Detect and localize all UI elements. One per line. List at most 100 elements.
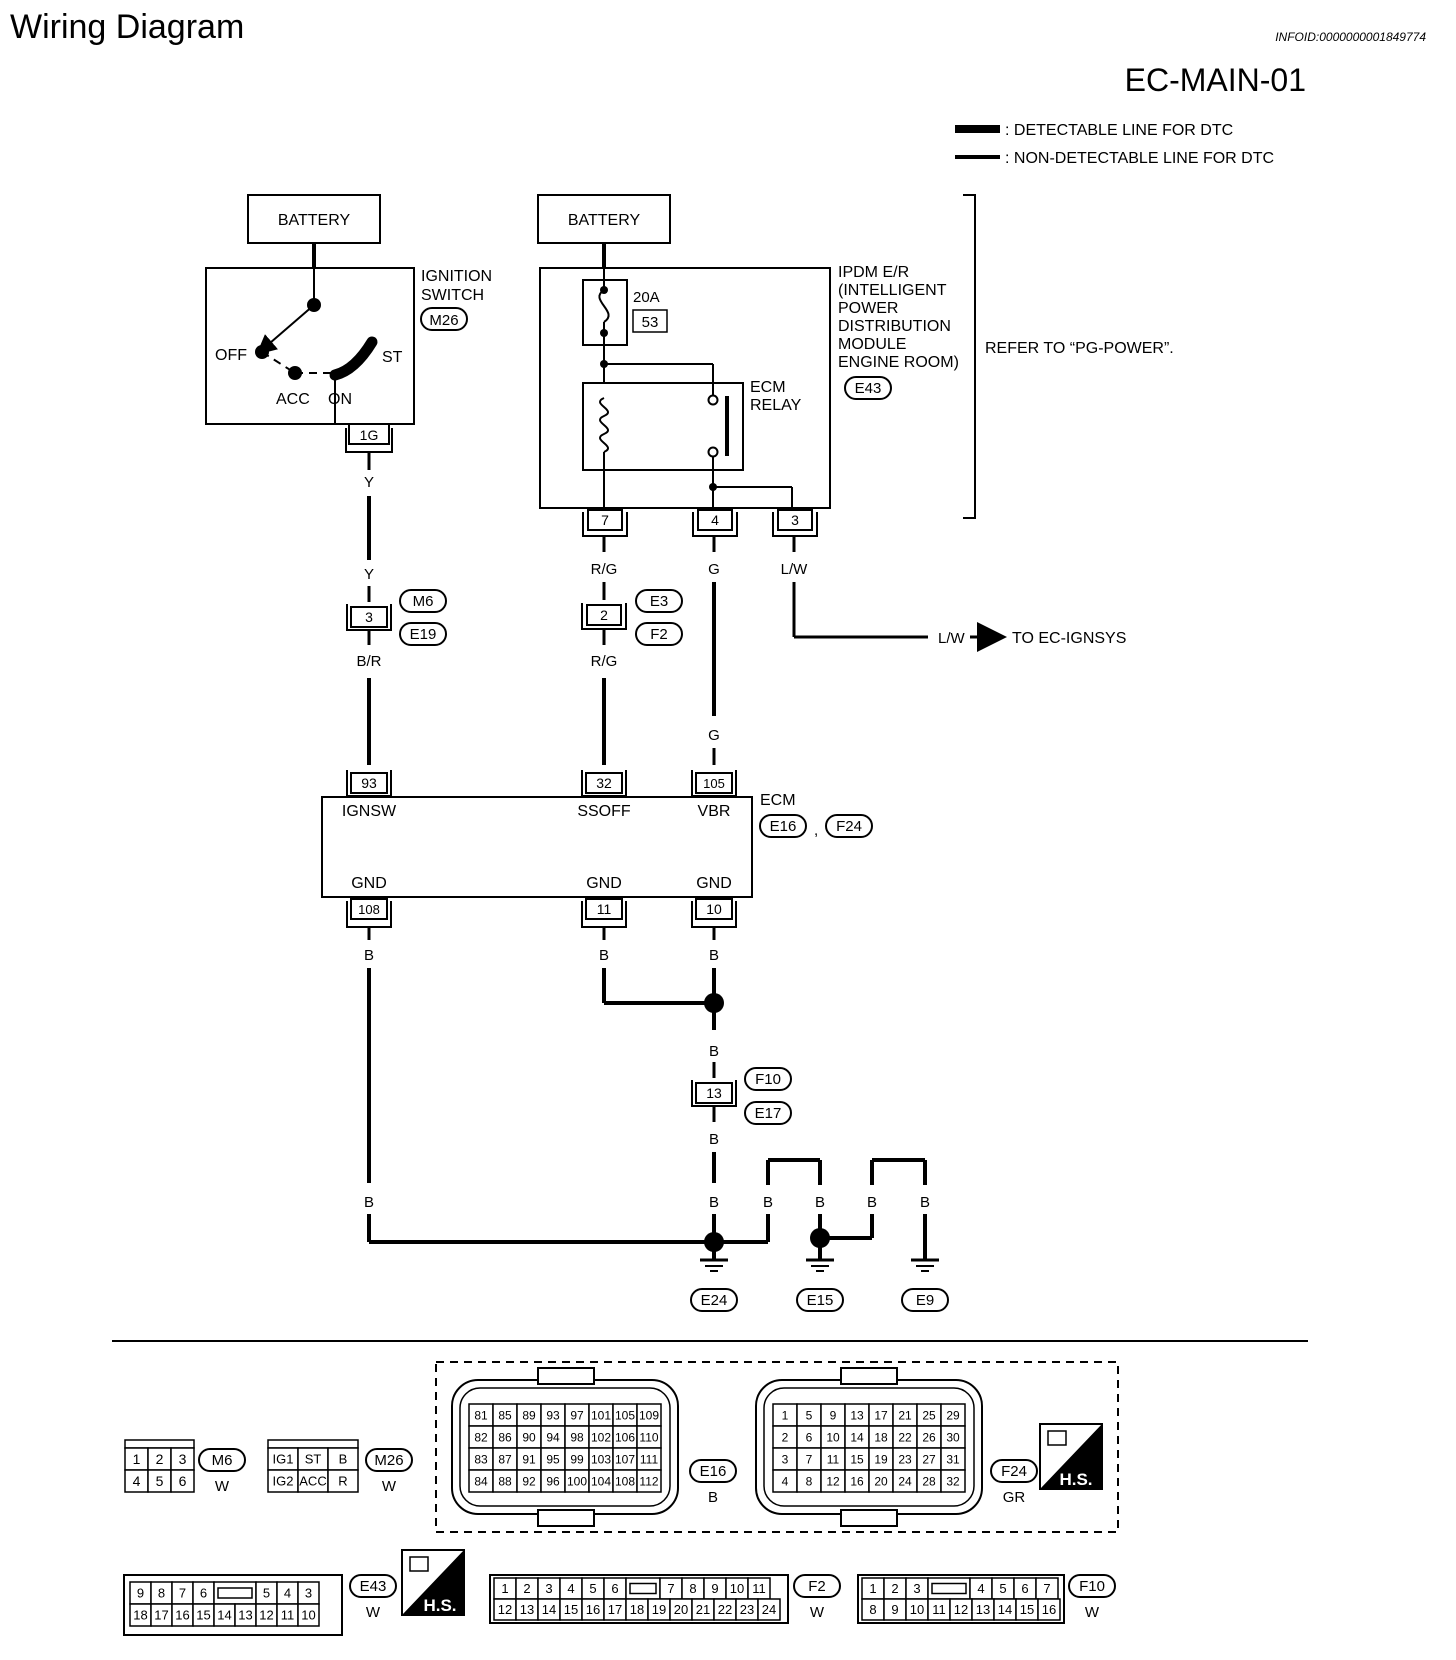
- ecm-pin-label-vbr: VBR: [698, 803, 731, 820]
- pin-cell: [327, 1469, 359, 1493]
- connector-id-label: M6: [212, 1452, 233, 1469]
- pin-label: 25: [922, 1408, 936, 1422]
- pin-label: 16: [586, 1602, 600, 1617]
- harness-side-badge: H.S.: [401, 1549, 465, 1616]
- fuse-number: 53: [642, 314, 659, 331]
- pin-label: 22: [718, 1602, 732, 1617]
- ecm-pin-93: 93: [361, 775, 377, 791]
- pin-label: 4: [977, 1581, 984, 1596]
- pin-cell: [1037, 1598, 1061, 1621]
- pin-label: 10: [730, 1581, 744, 1596]
- ecm-pin-11: 11: [597, 901, 612, 917]
- pin-label: 30: [946, 1430, 960, 1444]
- wire-label-b6: B: [709, 1131, 719, 1148]
- ipdm-terminals: 7 4 3: [582, 509, 818, 537]
- pin-label: 16: [175, 1608, 189, 1623]
- pin-label: 28: [922, 1474, 936, 1488]
- pin-label: 87: [498, 1452, 512, 1466]
- pin-label: 99: [570, 1452, 584, 1466]
- pin-label: 3: [305, 1586, 312, 1601]
- junction-m6-e19-terminal: 3: [365, 609, 373, 625]
- harness-side-badge: H.S.: [1039, 1423, 1103, 1490]
- wire-label-b1: B: [364, 947, 374, 964]
- pin-label: 6: [806, 1430, 813, 1444]
- pin-label: 5: [999, 1581, 1006, 1596]
- ignition-switch-label-2: SWITCH: [421, 287, 484, 304]
- wire-label-b3: B: [599, 947, 609, 964]
- pin-label: 13: [238, 1608, 252, 1623]
- wire-label-g1: G: [708, 561, 720, 578]
- pin-label: 8: [806, 1474, 813, 1488]
- pin-label: 12: [826, 1474, 840, 1488]
- ipdm-label-2: (INTELLIGENT: [838, 282, 947, 299]
- ecm-pin-label-gnd-108: GND: [351, 875, 387, 892]
- hs-label: H.S.: [1059, 1470, 1092, 1489]
- ground-tag-e9: [901, 1288, 949, 1312]
- ecm-pin-label-ssoff: SSOFF: [577, 803, 631, 820]
- pin-cell: [636, 1469, 662, 1493]
- wire-label-b2: B: [364, 1194, 374, 1211]
- pin-label: 2: [523, 1581, 530, 1596]
- connector-color-label: W: [366, 1604, 381, 1621]
- pin-label: 11: [752, 1581, 766, 1596]
- connector-tag-f24-label: F24: [836, 818, 862, 835]
- wire-label-b7: B: [709, 1194, 719, 1211]
- wire-label-b9: B: [815, 1194, 825, 1211]
- ecm-pin-108: 108: [358, 902, 380, 917]
- pin-label: 13: [976, 1602, 990, 1617]
- wire-label-b8: B: [763, 1194, 773, 1211]
- ground-icon: [806, 1258, 834, 1272]
- diagram-id: EC-MAIN-01: [1124, 62, 1306, 98]
- pin-cell: [297, 1603, 320, 1627]
- pin-label: 12: [498, 1602, 512, 1617]
- pin-label: 17: [874, 1408, 888, 1422]
- pin-label: 111: [640, 1452, 659, 1466]
- pin-label: 5: [263, 1586, 270, 1601]
- pin-label: 18: [874, 1430, 888, 1444]
- legend-non-detectable: : NON-DETECTABLE LINE FOR DTC: [1005, 150, 1274, 167]
- pin-label: 15: [564, 1602, 578, 1617]
- terminal-1g-label: 1G: [360, 427, 379, 443]
- pin-cell: [170, 1469, 195, 1493]
- connector-id-label: F10: [1079, 1578, 1105, 1595]
- connector-plug-icon: [1047, 1430, 1067, 1446]
- pin-label: 4: [567, 1581, 574, 1596]
- pin-label: 85: [498, 1408, 512, 1422]
- pin-label: ACC: [299, 1474, 326, 1489]
- ignition-switch: OFF ACC ON ST: [205, 267, 415, 425]
- pin-label: 10: [301, 1608, 315, 1623]
- junction-m6-label: M6: [413, 593, 434, 610]
- wire-label-y2: Y: [364, 566, 374, 583]
- connector-tag-e16: [759, 814, 807, 838]
- pin-label: 8: [869, 1602, 876, 1617]
- switch-on-label: ON: [328, 391, 352, 408]
- ecm-pins-bottom: 108 11 10: [346, 898, 737, 928]
- ecm-pin-label-ignsw: IGNSW: [342, 803, 397, 820]
- pin-label: 18: [133, 1608, 147, 1623]
- pin-label: 7: [179, 1586, 186, 1601]
- info-id: INFOID:0000000001849774: [1275, 30, 1426, 44]
- connector-color-label: W: [810, 1604, 825, 1621]
- pin-label: 16: [1042, 1602, 1056, 1617]
- switch-off-label: OFF: [215, 347, 247, 364]
- pin-label: 14: [998, 1602, 1012, 1617]
- wire-label-rg1: R/G: [591, 561, 618, 578]
- pin-label: 6: [1021, 1581, 1028, 1596]
- pin-label: 6: [200, 1586, 207, 1601]
- connector-id-label: M26: [374, 1452, 403, 1469]
- pin-label: 103: [591, 1452, 611, 1466]
- pin-label: 1: [501, 1581, 508, 1596]
- ecm-relay-label-2: RELAY: [750, 397, 802, 414]
- ground-tag-e24-label: E24: [701, 1292, 728, 1309]
- ignition-switch-label-1: IGNITION: [421, 268, 492, 285]
- wire-label-b10: B: [867, 1194, 877, 1211]
- pin-label: 7: [667, 1581, 674, 1596]
- connector-color-label: W: [215, 1478, 230, 1495]
- wire-label-b5: B: [709, 1043, 719, 1060]
- pin-label: 3: [782, 1452, 789, 1466]
- refer-to-label: REFER TO “PG-POWER”.: [985, 340, 1174, 357]
- pin-label: 84: [474, 1474, 488, 1488]
